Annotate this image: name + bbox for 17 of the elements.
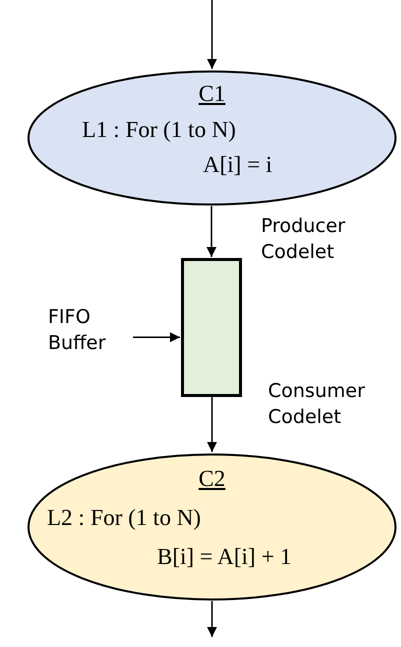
code-line: L1 : For (1 to N) (82, 118, 236, 141)
code-line: L2 : For (1 to N) (47, 506, 201, 529)
codelet-ellipse (27, 70, 397, 206)
arrow (207, 0, 217, 69)
arrow (207, 601, 217, 637)
codelet-title: C2 (198, 467, 226, 490)
buffer-label: FIFO Buffer (48, 305, 133, 375)
arrow (206, 206, 216, 257)
code-line: B[i] = A[i] + 1 (157, 545, 292, 568)
arrow (207, 397, 217, 452)
codelet-title: C1 (198, 82, 226, 105)
codelet-label: Consumer Codelet (268, 379, 366, 430)
arrow (133, 332, 180, 342)
buffer-rect (181, 258, 242, 397)
code-line: A[i] = i (203, 153, 272, 176)
codelet-label: Producer Codelet (261, 214, 346, 265)
codelet-ellipse (27, 453, 397, 601)
